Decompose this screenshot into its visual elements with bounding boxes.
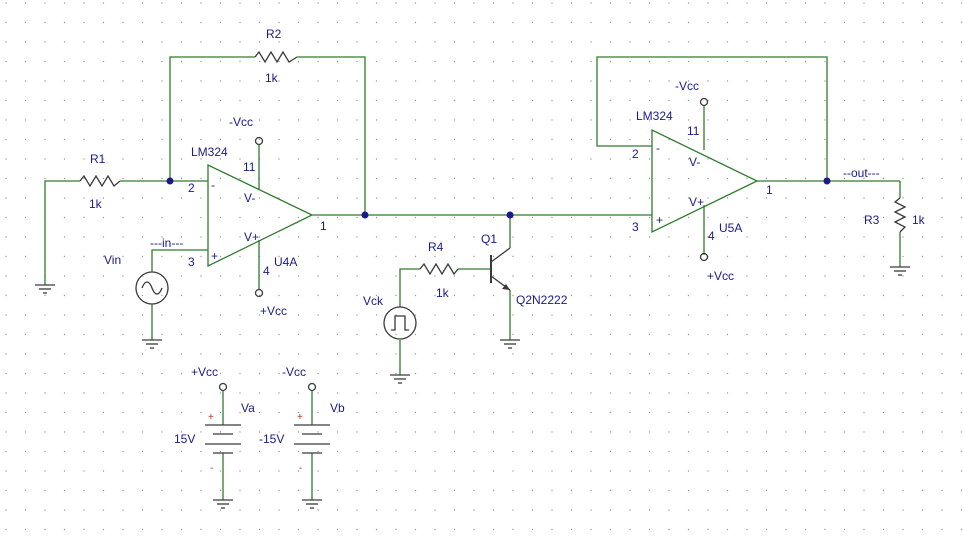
transistor-q1[interactable]: [490, 247, 511, 291]
va-minus-sign: -: [210, 463, 213, 474]
u5a-pin-vpos: 4: [708, 229, 715, 243]
u4a-ref: U4A: [274, 255, 297, 269]
opamp-u4a[interactable]: [207, 163, 314, 268]
u5a-plus-sign: +: [656, 213, 663, 227]
r3-value: 1k: [912, 213, 926, 227]
ground-symbol: [142, 339, 162, 349]
u4a-minus-sign: -: [211, 178, 215, 192]
sine-source-vin[interactable]: [135, 271, 169, 305]
resistor-r4[interactable]: [419, 262, 459, 276]
vb-value: -15V: [259, 432, 284, 446]
junction-dot: [166, 177, 174, 185]
u5a-vpos-label: V+: [689, 195, 704, 209]
va-plus-sign: +: [208, 412, 214, 423]
power-terminal: [254, 288, 264, 298]
u5a-vneg-label: V-: [689, 155, 700, 169]
va-net: +Vcc: [191, 365, 218, 379]
vb-plus-sign: +: [297, 412, 303, 423]
battery-va[interactable]: [205, 424, 241, 454]
r2-value: 1k: [265, 71, 279, 85]
r4-ref: R4: [428, 240, 444, 254]
u4a-vpos-label: V+: [244, 230, 259, 244]
power-terminal: [218, 382, 228, 392]
u5a-pin-out: 1: [766, 183, 773, 197]
power-terminal: [699, 252, 709, 262]
pulse-source-vck[interactable]: [383, 306, 417, 340]
u4a-plus-sign: +: [211, 249, 218, 263]
u5a-pin-noninv: 3: [632, 220, 639, 234]
resistor-r1[interactable]: [79, 174, 121, 188]
q1-ref: Q1: [481, 232, 497, 246]
u5a-vpos-net: +Vcc: [707, 269, 734, 283]
u4a-vneg-net: -Vcc: [229, 115, 253, 129]
opamp-u5a[interactable]: [651, 128, 759, 234]
power-terminal: [254, 136, 264, 146]
q1-model: Q2N2222: [516, 293, 568, 307]
u4a-pin-vneg: 11: [243, 160, 256, 174]
junction-dot: [823, 177, 831, 185]
u4a-pin-inv: 2: [188, 181, 195, 195]
vin-ref: Vin: [104, 253, 121, 267]
u4a-vpos-net: +Vcc: [260, 304, 287, 318]
va-value: 15V: [174, 432, 195, 446]
power-terminal: [699, 97, 709, 107]
u4a-vneg-label: V-: [244, 191, 255, 205]
vck-ref: Vck: [363, 294, 384, 308]
ground-symbol: [35, 284, 55, 294]
u4a-pin-vpos: 4: [263, 264, 270, 278]
vb-net: -Vcc: [282, 365, 306, 379]
ground-symbol: [213, 499, 233, 509]
u5a-minus-sign: -: [656, 141, 660, 155]
resistor-r3[interactable]: [893, 197, 907, 233]
r4-value: 1k: [436, 286, 450, 300]
r3-ref: R3: [864, 213, 880, 227]
u5a-pin-inv: 2: [632, 147, 639, 161]
ground-symbol: [390, 374, 410, 384]
r2-ref: R2: [266, 27, 282, 41]
u4a-model: LM324: [191, 145, 228, 159]
u4a-pin-out: 1: [320, 219, 327, 233]
u5a-ref: U5A: [719, 221, 742, 235]
resistor-r2[interactable]: [254, 50, 298, 64]
r1-value: 1k: [89, 197, 103, 211]
u5a-pin-vneg: 11: [687, 124, 700, 138]
u5a-vneg-net: -Vcc: [675, 79, 699, 93]
u4a-pin-noninv: 3: [188, 255, 195, 269]
vb-ref: Vb: [330, 401, 345, 415]
wires: [44, 56, 901, 500]
u5a-model: LM324: [636, 109, 673, 123]
junction-dot: [361, 211, 369, 219]
battery-vb[interactable]: [294, 424, 330, 454]
va-ref: Va: [241, 401, 255, 415]
ground-symbol: [500, 339, 520, 349]
ground-symbol: [302, 499, 322, 509]
junction-dot: [506, 211, 514, 219]
net-out-label: --out---: [843, 166, 880, 180]
ground-symbol: [890, 266, 910, 276]
vb-minus-sign: -: [299, 463, 302, 474]
r1-ref: R1: [90, 152, 106, 166]
net-in-label: ---in---: [150, 236, 183, 250]
power-terminal: [307, 382, 317, 392]
